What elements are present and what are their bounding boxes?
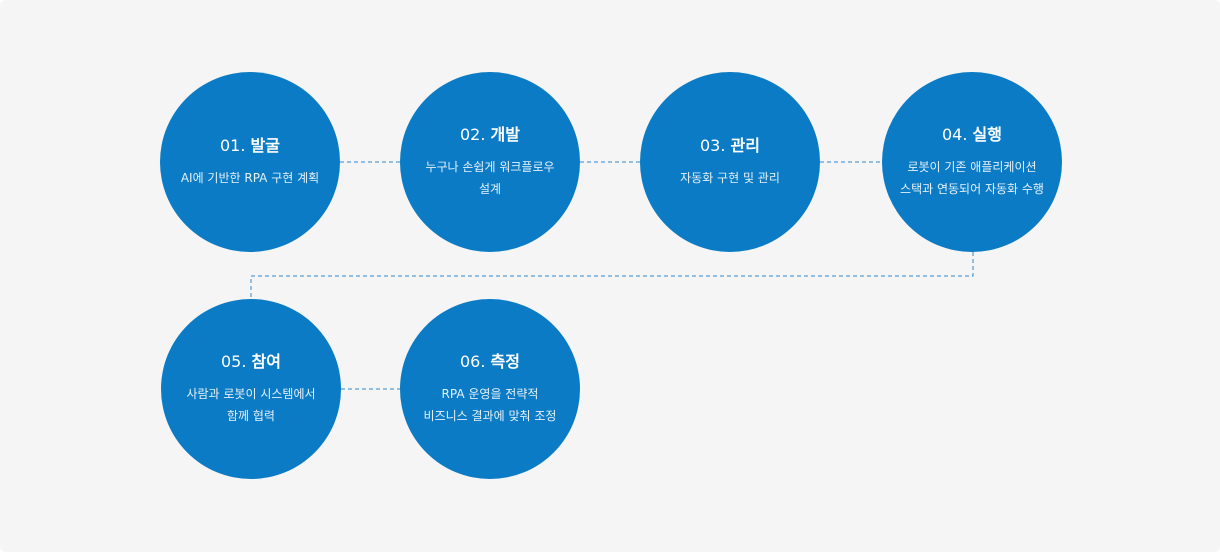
step-description: AI에 기반한 RPA 구현 계획 bbox=[180, 171, 320, 185]
connector-04-05 bbox=[250, 252, 974, 299]
step-description: RPA 운영을 전략적 비즈니스 결과에 맞춰 조정 bbox=[423, 387, 557, 423]
step-03-management: 03. 관리 자동화 구현 및 관리 bbox=[640, 72, 820, 252]
step-number: 02. bbox=[460, 125, 486, 144]
step-name: 개발 bbox=[490, 125, 520, 144]
step-description: 사람과 로봇이 시스템에서 함께 협력 bbox=[186, 387, 316, 423]
step-05-engagement: 05. 참여 사람과 로봇이 시스템에서 함께 협력 bbox=[161, 299, 341, 479]
step-title: 06. 측정 bbox=[460, 351, 520, 373]
step-04-execution: 04. 실행 로봇이 기존 애플리케이션 스택과 연동되어 자동화 수행 bbox=[882, 72, 1062, 252]
step-title: 02. 개발 bbox=[460, 124, 520, 146]
step-name: 실행 bbox=[972, 125, 1002, 144]
step-description: 누구나 손쉽게 워크플로우 설계 bbox=[425, 160, 555, 196]
step-number: 04. bbox=[942, 125, 968, 144]
step-title: 01. 발굴 bbox=[220, 135, 280, 157]
step-name: 참여 bbox=[251, 352, 281, 371]
step-description: 로봇이 기존 애플리케이션 스택과 연동되어 자동화 수행 bbox=[900, 160, 1044, 196]
step-06-measurement: 06. 측정 RPA 운영을 전략적 비즈니스 결과에 맞춰 조정 bbox=[400, 299, 580, 479]
step-title: 04. 실행 bbox=[942, 124, 1002, 146]
step-title: 05. 참여 bbox=[221, 351, 281, 373]
step-number: 06. bbox=[460, 352, 486, 371]
step-number: 03. bbox=[700, 136, 726, 155]
step-title: 03. 관리 bbox=[700, 135, 760, 157]
step-02-development: 02. 개발 누구나 손쉽게 워크플로우 설계 bbox=[400, 72, 580, 252]
step-name: 발굴 bbox=[250, 136, 280, 155]
step-description: 자동화 구현 및 관리 bbox=[680, 171, 780, 185]
step-number: 05. bbox=[221, 352, 247, 371]
step-name: 관리 bbox=[730, 136, 760, 155]
step-01-discovery: 01. 발굴 AI에 기반한 RPA 구현 계획 bbox=[160, 72, 340, 252]
step-number: 01. bbox=[220, 136, 246, 155]
step-name: 측정 bbox=[490, 352, 520, 371]
